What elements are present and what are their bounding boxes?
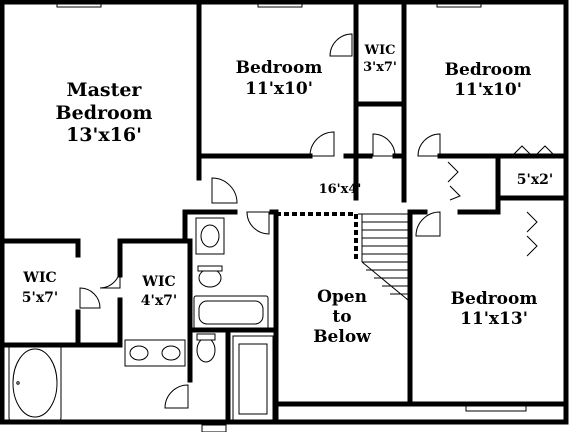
master-bedroom-name-1: Master bbox=[67, 79, 143, 101]
open-to-below-1: Open bbox=[317, 287, 367, 307]
door bbox=[417, 133, 441, 157]
door bbox=[211, 177, 238, 204]
door bbox=[309, 131, 335, 157]
wic-right-name: WIC bbox=[141, 274, 175, 290]
bifold-door bbox=[526, 211, 538, 257]
master-bedroom-name-2: Bedroom bbox=[56, 102, 153, 124]
wic-small-name: WIC bbox=[363, 43, 395, 58]
hall-dims: 16'x4' bbox=[319, 182, 362, 197]
room-labels: Master Bedroom 13'x16' Bedroom 11'x10' W… bbox=[22, 43, 553, 347]
door bbox=[329, 33, 353, 57]
sink bbox=[200, 224, 220, 248]
railing bbox=[276, 212, 358, 262]
window bbox=[201, 424, 227, 432]
bedroom-se-dims: 11'x13' bbox=[460, 309, 528, 329]
bedroom-nw-name: Bedroom bbox=[236, 58, 323, 78]
closet-e-dims: 5'x2' bbox=[517, 172, 553, 188]
bedroom-ne-name: Bedroom bbox=[445, 60, 532, 80]
toilet bbox=[196, 337, 216, 363]
bifold-door bbox=[511, 145, 556, 157]
sink bbox=[161, 345, 181, 361]
open-to-below-2: to bbox=[332, 307, 351, 327]
sink bbox=[129, 345, 149, 361]
door bbox=[415, 211, 441, 237]
door bbox=[246, 211, 270, 235]
master-bedroom-dims: 13'x16' bbox=[66, 124, 142, 146]
toilet bbox=[198, 268, 222, 288]
wic-left-name: WIC bbox=[22, 270, 56, 286]
bifold-door bbox=[447, 161, 461, 201]
bedroom-nw-dims: 11'x10' bbox=[245, 79, 313, 99]
door bbox=[372, 133, 396, 157]
bathtub-basin bbox=[12, 348, 58, 418]
doors bbox=[79, 33, 556, 409]
door bbox=[164, 384, 189, 409]
door bbox=[99, 267, 121, 289]
wic-small-dims: 3'x7' bbox=[363, 60, 397, 75]
wic-right-dims: 4'x7' bbox=[141, 293, 177, 309]
fixtures bbox=[8, 217, 274, 423]
stairs bbox=[358, 213, 409, 301]
door bbox=[79, 287, 101, 309]
wic-left-dims: 5'x7' bbox=[22, 290, 58, 306]
bedroom-se-name: Bedroom bbox=[451, 289, 538, 309]
open-to-below-3: Below bbox=[313, 327, 371, 347]
walls bbox=[0, 0, 569, 425]
bedroom-ne-dims: 11'x10' bbox=[454, 80, 522, 100]
